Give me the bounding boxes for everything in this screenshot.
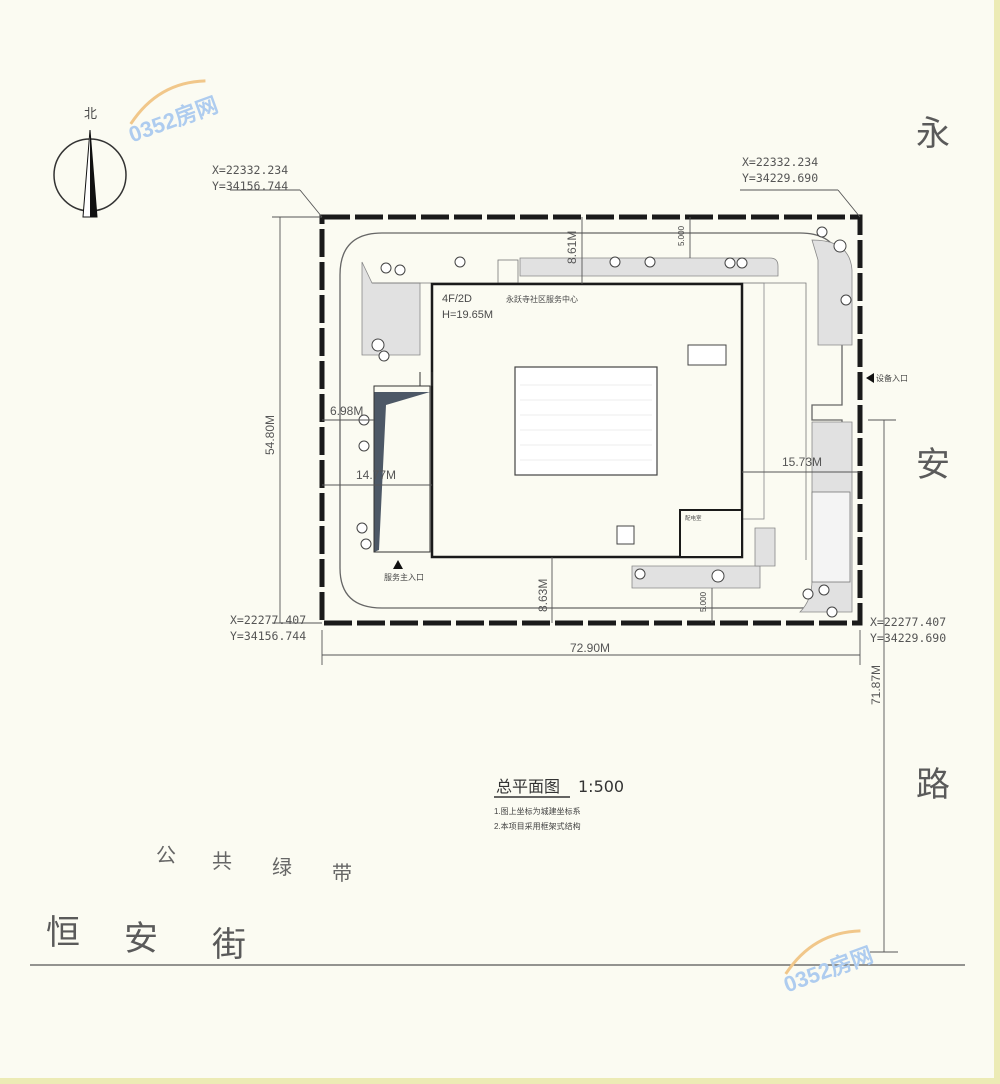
coord-se-x: X=22277.407: [870, 615, 946, 629]
entry-canopy: [497, 259, 519, 284]
green-belt-char-3: 绿: [272, 855, 292, 879]
dim-top-setback: 8.61M: [565, 231, 579, 264]
coord-nw-x: X=22332.234: [212, 163, 288, 177]
dim-small-top: 5.000: [677, 225, 686, 246]
coord-sw-y: Y=34156.744: [230, 629, 306, 643]
green-belt-char-1: 公: [156, 843, 176, 867]
coord-se-y: Y=34229.690: [870, 631, 946, 645]
green-belt-char-4: 带: [332, 861, 352, 885]
plan-scale: 1:500: [578, 777, 624, 796]
courtyard: [514, 366, 658, 476]
annex-label: 配电室: [685, 514, 702, 522]
plan-title: 总平面图: [496, 777, 560, 796]
side-entrance-label: 设备入口: [876, 373, 908, 383]
dim-left-a: 6.98M: [330, 404, 363, 418]
north-arrow: 北: [53, 107, 127, 218]
dim-right: 15.73M: [782, 455, 822, 469]
coord-sw-x: X=22277.407: [230, 613, 306, 627]
dim-height: 54.80M: [263, 415, 277, 455]
dim-small-bottom: 5.000: [699, 591, 708, 612]
watermark-top: 0352房网: [125, 79, 221, 147]
side-ramp: [741, 282, 765, 520]
watermark-bottom-text: 0352房网: [780, 942, 876, 997]
coord-ne-x: X=22332.234: [742, 155, 818, 169]
north-label: 北: [84, 107, 97, 122]
note-1: 1.图上坐标为城建坐标系: [494, 806, 581, 816]
ramp-outline: [373, 385, 431, 553]
main-entrance-label: 服务主入口: [384, 572, 424, 582]
green-areas: [361, 239, 853, 613]
ramp: [374, 392, 430, 552]
road-east-char-2: 安: [916, 445, 950, 485]
dim-left-b: 14.77M: [356, 468, 396, 482]
coord-nw-y: Y=34156.744: [212, 179, 288, 193]
green-belt-char-2: 共: [212, 849, 232, 873]
courtyard-hatch: [520, 384, 652, 461]
dim-bottom-setback: 8.63M: [536, 579, 550, 612]
dim-road-offset: 71.87M: [869, 665, 883, 705]
side-entrance-arrow-icon: [866, 373, 874, 383]
note-2: 2.本项目采用框架式结构: [494, 821, 581, 831]
parking-strip: [811, 491, 851, 583]
roof-hatch: [616, 525, 635, 545]
coord-ne-y: Y=34229.690: [742, 171, 818, 185]
watermark-top-text: 0352房网: [125, 92, 221, 147]
road-south-char-2: 安: [124, 919, 158, 959]
dim-width: 72.90M: [570, 641, 610, 655]
main-entrance-arrow-icon: [393, 560, 403, 569]
dimension-lines: [230, 189, 898, 953]
road-south-char-3: 街: [212, 925, 246, 965]
road-east-char-3: 路: [916, 765, 950, 805]
watermark-bottom: 0352房网: [780, 929, 876, 997]
trees: [356, 226, 852, 618]
building-floors: 4F/2D: [442, 293, 472, 305]
road-south-char-1: 恒: [46, 913, 80, 953]
roof-unit: [687, 344, 727, 366]
building-height: H=19.65M: [442, 309, 493, 321]
road-east-char-1: 永: [916, 114, 950, 154]
annex-building: [679, 509, 743, 558]
building-name: 永跃寺社区服务中心: [506, 294, 578, 304]
